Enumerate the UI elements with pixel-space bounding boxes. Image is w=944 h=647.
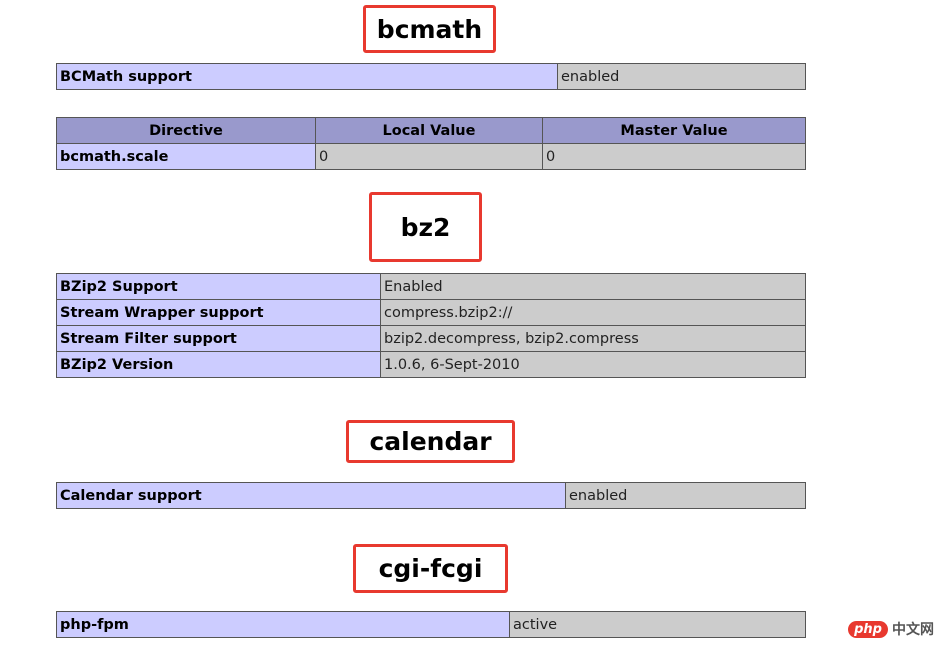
row-value: enabled (557, 63, 806, 90)
master-value: 0 (542, 143, 806, 170)
column-header-master-value: Master Value (542, 117, 806, 144)
calendar-table: Calendar support enabled (56, 482, 806, 509)
row-label: BZip2 Support (56, 273, 381, 300)
row-value: compress.bzip2:// (380, 299, 806, 326)
local-value: 0 (315, 143, 543, 170)
table-row: php-fpm active (56, 611, 806, 638)
row-label: Stream Wrapper support (56, 299, 381, 326)
column-header-local-value: Local Value (315, 117, 543, 144)
row-label: Stream Filter support (56, 325, 381, 352)
row-value: active (509, 611, 806, 638)
bz2-table: BZip2 Support Enabled Stream Wrapper sup… (56, 273, 806, 378)
watermark-logo: php 中文网 (848, 619, 934, 639)
row-label: BZip2 Version (56, 351, 381, 378)
watermark-text: 中文网 (892, 622, 934, 638)
section-title-bz2: bz2 (369, 192, 482, 262)
row-label: Calendar support (56, 482, 566, 509)
table-row: bcmath.scale 0 0 (56, 143, 806, 170)
section-title-bcmath: bcmath (363, 5, 496, 53)
table-row: Stream Filter support bzip2.decompress, … (56, 325, 806, 352)
table-row: BCMath support enabled (56, 63, 806, 90)
table-header-row: Directive Local Value Master Value (56, 117, 806, 144)
row-value: Enabled (380, 273, 806, 300)
column-header-directive: Directive (56, 117, 316, 144)
table-row: BZip2 Version 1.0.6, 6-Sept-2010 (56, 351, 806, 378)
table-row: Calendar support enabled (56, 482, 806, 509)
section-title-calendar: calendar (346, 420, 515, 463)
table-row: Stream Wrapper support compress.bzip2:// (56, 299, 806, 326)
section-title-cgi-fcgi: cgi-fcgi (353, 544, 508, 593)
cgi-fcgi-table: php-fpm active (56, 611, 806, 638)
row-label: BCMath support (56, 63, 558, 90)
directive-name: bcmath.scale (56, 143, 316, 170)
row-value: bzip2.decompress, bzip2.compress (380, 325, 806, 352)
watermark-badge: php (848, 620, 888, 638)
row-value: 1.0.6, 6-Sept-2010 (380, 351, 806, 378)
bcmath-directives-table: Directive Local Value Master Value bcmat… (56, 117, 806, 170)
bcmath-support-table: BCMath support enabled (56, 63, 806, 90)
row-label: php-fpm (56, 611, 510, 638)
row-value: enabled (565, 482, 806, 509)
table-row: BZip2 Support Enabled (56, 273, 806, 300)
